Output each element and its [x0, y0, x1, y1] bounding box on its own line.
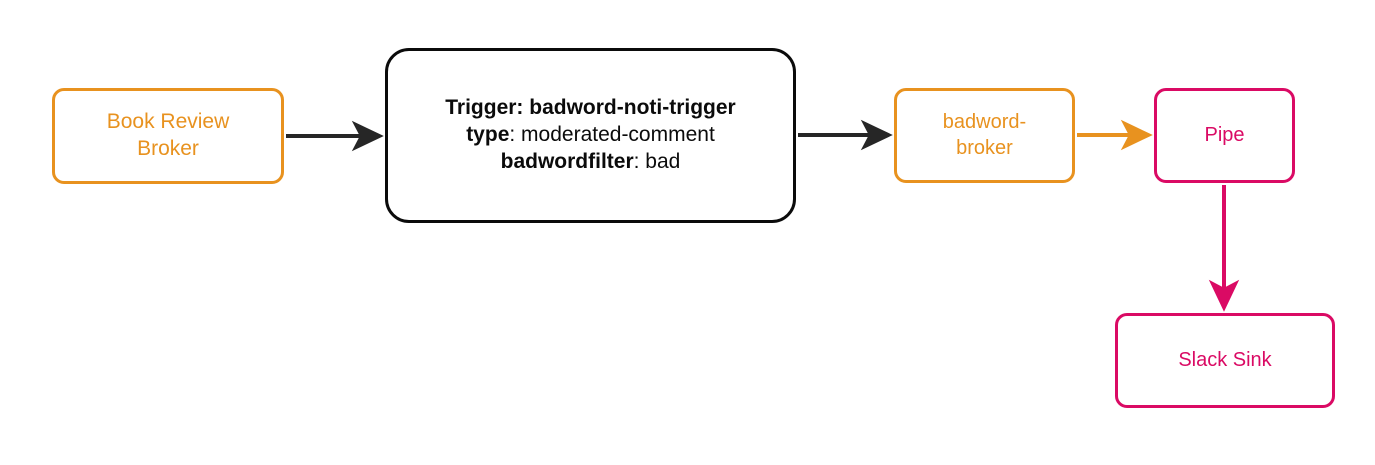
node-trigger[interactable]: Trigger: badword-noti-trigger type: mode…: [385, 48, 796, 223]
trigger-line-name: Trigger: badword-noti-trigger: [445, 96, 736, 120]
trigger-line-type: type: moderated-comment: [466, 123, 715, 147]
trigger-line-badwordfilter: badwordfilter: bad: [500, 149, 681, 173]
node-book-review-broker-label: Book Review Broker: [106, 110, 230, 160]
node-pipe-label: Pipe: [1204, 123, 1245, 146]
node-badword-broker[interactable]: badword- broker: [894, 88, 1075, 183]
node-badword-broker-label: badword- broker: [942, 110, 1027, 159]
node-slack-sink-label: Slack Sink: [1178, 348, 1272, 371]
node-book-review-broker[interactable]: Book Review Broker: [52, 88, 284, 184]
node-pipe[interactable]: Pipe: [1154, 88, 1295, 183]
node-slack-sink[interactable]: Slack Sink: [1115, 313, 1335, 408]
node-trigger-label: Trigger: badword-noti-trigger type: mode…: [431, 95, 749, 176]
